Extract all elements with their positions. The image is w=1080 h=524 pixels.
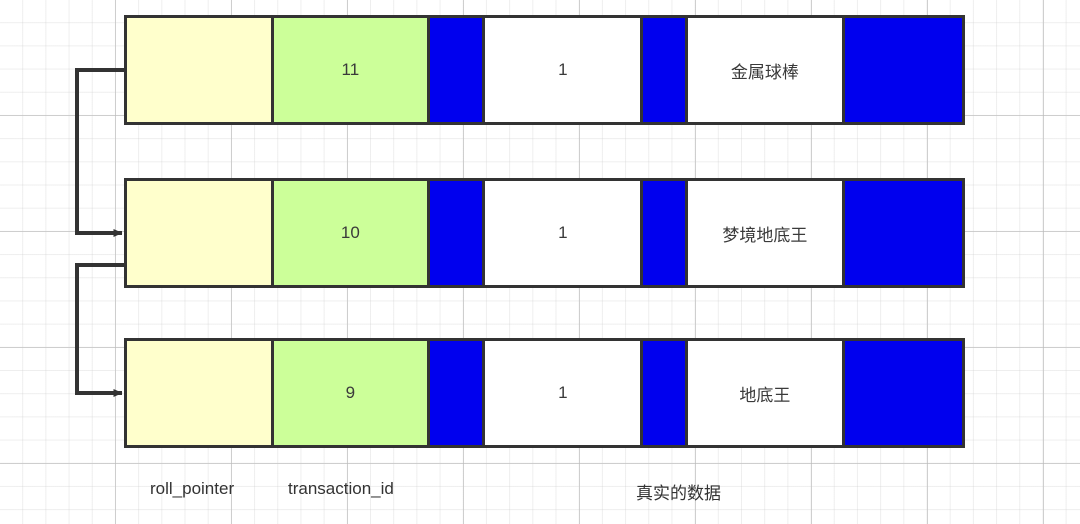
tail-cell <box>844 18 962 122</box>
roll-pointer-cell <box>127 18 274 122</box>
separator-cell-2 <box>643 341 688 445</box>
legend-real-data: 真实的数据 <box>636 484 721 503</box>
connector-arrow-row2-to-row3 <box>75 263 124 397</box>
transaction-id-cell: 11 <box>273 18 430 122</box>
transaction-id-cell: 9 <box>273 341 430 445</box>
separator-cell-1 <box>429 181 486 285</box>
roll-pointer-cell <box>127 341 274 445</box>
roll-pointer-cell <box>127 181 274 285</box>
separator-cell-2 <box>643 181 688 285</box>
separator-cell-1 <box>429 341 486 445</box>
record-row: 9 1 地底王 <box>124 338 965 448</box>
tail-cell <box>844 181 962 285</box>
legend-roll-pointer: roll_pointer <box>150 479 235 498</box>
data-cell-id: 1 <box>485 18 644 122</box>
transaction-id-cell: 10 <box>273 181 430 285</box>
record-row: 11 1 金属球棒 <box>124 15 965 125</box>
separator-cell-2 <box>643 18 688 122</box>
connector-arrow-row1-to-row2 <box>75 68 124 237</box>
data-cell-id: 1 <box>485 181 644 285</box>
legend-transaction-id: transaction_id <box>288 479 394 498</box>
separator-cell-1 <box>429 18 486 122</box>
tail-cell <box>844 341 962 445</box>
data-cell-name: 地底王 <box>687 341 845 445</box>
data-cell-name: 金属球棒 <box>687 18 845 122</box>
record-row: 10 1 梦境地底王 <box>124 178 965 288</box>
data-cell-id: 1 <box>485 341 644 445</box>
data-cell-name: 梦境地底王 <box>687 181 845 285</box>
